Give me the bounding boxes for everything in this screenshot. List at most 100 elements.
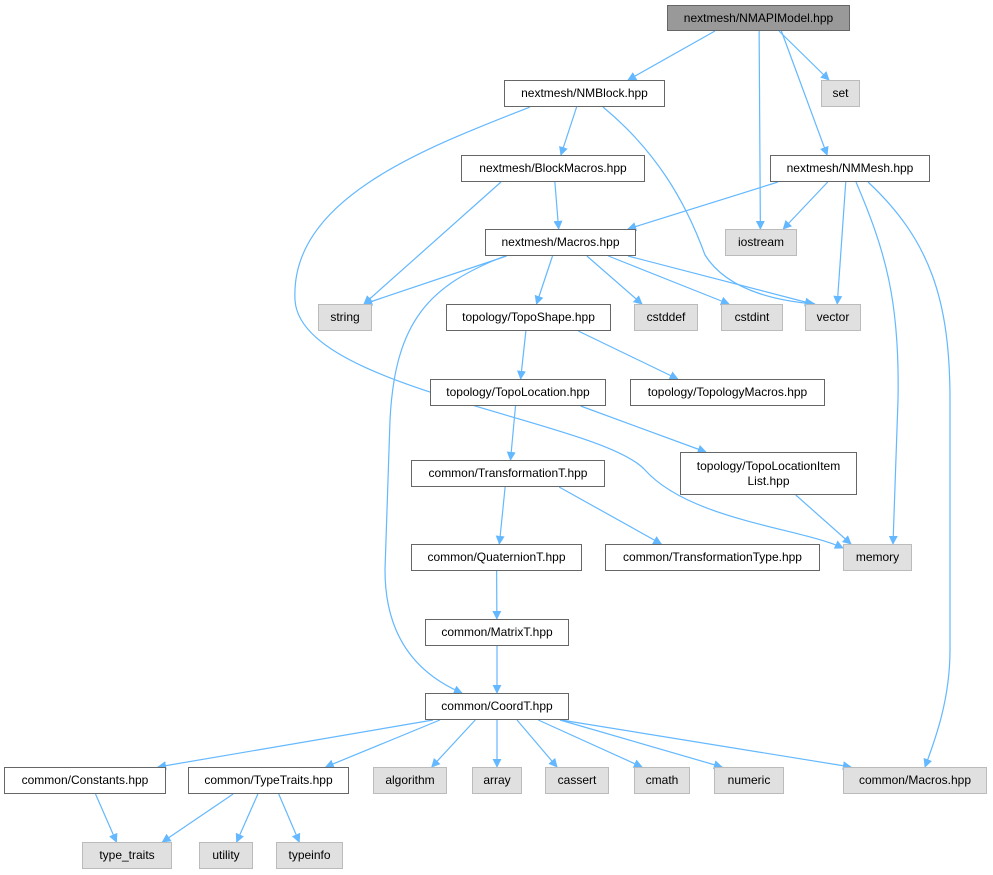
node-label: cstddef (646, 310, 686, 324)
node-typeinfo: typeinfo (276, 842, 343, 869)
node-label: cassert (557, 773, 597, 787)
node-label: List.hpp (747, 473, 790, 488)
node-c-macros: common/Macros.hpp (843, 767, 987, 794)
node-coord-t[interactable]: common/CoordT.hpp (425, 693, 569, 720)
node-label: nextmesh/Macros.hpp (501, 235, 620, 249)
node-label: common/TypeTraits.hpp (204, 773, 333, 787)
node-label: utility (212, 848, 240, 862)
edge-NMBlock-to-vector (602, 106, 816, 308)
node-label: algorithm (385, 773, 435, 787)
node-cstdint: cstdint (721, 304, 783, 331)
edge-NMMesh-to-cMacros (867, 181, 951, 768)
edge-Macros-to-CoordT (384, 255, 506, 694)
node-label: memory (855, 550, 900, 564)
edge-Macros-to-TopoShape (534, 255, 554, 305)
node-nmblock[interactable]: nextmesh/NMBlock.hpp (504, 80, 665, 107)
edge-NMMesh-to-Macros (627, 181, 779, 231)
node-iostream: iostream (725, 229, 797, 256)
node-label: common/CoordT.hpp (441, 699, 553, 713)
edge-TypeTraits-to-typeinfo (278, 793, 301, 843)
node-label: cmath (645, 773, 679, 787)
edge-Constants-to-type_traits (94, 793, 118, 843)
node-label: nextmesh/NMMesh.hpp (786, 161, 914, 175)
node-topology-macros[interactable]: topology/TopologyMacros.hpp (630, 379, 825, 406)
node-topo-location[interactable]: topology/TopoLocation.hpp (430, 379, 606, 406)
edge-TypeTraits-to-type_traits (161, 793, 234, 843)
node-label: numeric (727, 773, 771, 787)
node-type_traits: type_traits (82, 842, 172, 869)
edge-NMAPIModel-to-set (778, 30, 830, 81)
node-macros[interactable]: nextmesh/Macros.hpp (485, 229, 636, 256)
node-label: common/QuaternionT.hpp (427, 550, 566, 564)
node-label: nextmesh/NMBlock.hpp (521, 86, 648, 100)
edge-NMBlock-to-BlockMacros (559, 106, 578, 156)
node-transformation-t[interactable]: common/TransformationT.hpp (411, 460, 605, 487)
node-constants[interactable]: common/Constants.hpp (4, 767, 166, 794)
node-label: vector (816, 310, 850, 324)
node-quaternion-t[interactable]: common/QuaternionT.hpp (411, 544, 582, 571)
node-utility: utility (199, 842, 253, 869)
edge-CoordT-to-numeric (559, 719, 723, 770)
edge-CoordT-to-cassert (516, 719, 558, 768)
node-label: cstdint (734, 310, 770, 324)
node-label: common/TransformationT.hpp (428, 466, 588, 480)
node-cstddef: cstddef (634, 304, 698, 331)
edge-NMBlock-to-memory (294, 106, 844, 549)
node-set: set (821, 80, 860, 107)
node-array: array (472, 767, 522, 794)
node-nmapimodel: nextmesh/NMAPIModel.hpp (667, 5, 850, 31)
edge-CoordT-to-cmath (538, 719, 643, 768)
edge-TypeTraits-to-utility (235, 793, 259, 843)
node-label: nextmesh/BlockMacros.hpp (479, 161, 627, 175)
node-label: set (832, 86, 849, 100)
node-algorithm: algorithm (373, 767, 447, 794)
edge-TopoShape-to-TopoLocation (517, 330, 527, 380)
node-type-traits[interactable]: common/TypeTraits.hpp (188, 767, 349, 794)
node-block-macros[interactable]: nextmesh/BlockMacros.hpp (461, 155, 645, 182)
node-label: common/TransformationType.hpp (623, 550, 802, 564)
edge-NMMesh-to-vector (833, 181, 847, 305)
node-label: type_traits (99, 848, 155, 862)
node-cassert: cassert (545, 767, 609, 794)
edge-TopoLocation-to-TopoLocationItemList (580, 405, 707, 454)
node-label: topology/TopoLocation.hpp (446, 385, 590, 399)
node-label: nextmesh/NMAPIModel.hpp (683, 10, 834, 25)
node-string: string (318, 304, 372, 331)
edge-NMAPIModel-to-iostream (755, 30, 765, 230)
node-label: common/Constants.hpp (21, 773, 149, 787)
edge-Macros-to-vector (627, 255, 814, 307)
edge-Macros-to-cstddef (586, 255, 643, 305)
node-label: topology/TopologyMacros.hpp (647, 385, 808, 399)
edge-BlockMacros-to-string (363, 181, 502, 305)
node-vector: vector (805, 304, 861, 331)
edge-CoordT-to-cMacros (560, 719, 852, 771)
edge-TopoLocation-to-TransformationT (506, 405, 517, 461)
edge-Macros-to-string (363, 255, 507, 306)
node-label: common/Macros.hpp (858, 773, 972, 787)
node-matrix-t[interactable]: common/MatrixT.hpp (425, 619, 569, 646)
node-cmath: cmath (634, 767, 690, 794)
node-numeric: numeric (714, 767, 784, 794)
node-label: string (330, 310, 360, 324)
edge-NMAPIModel-to-NMBlock (627, 30, 716, 81)
node-label: common/MatrixT.hpp (441, 625, 553, 639)
edge-NMMesh-to-memory (855, 181, 899, 545)
edge-TransformationT-to-QuaternionT (495, 486, 506, 545)
node-label: topology/TopoShape.hpp (462, 310, 595, 324)
edge-CoordT-to-TypeTraits (324, 719, 441, 769)
node-label: typeinfo (288, 848, 331, 862)
edge-CoordT-to-algorithm (431, 719, 476, 768)
edge-TransformationT-to-TransformationType (558, 486, 663, 545)
edge-CoordT-to-Constants (157, 719, 434, 771)
node-label: topology/TopoLocationItem (696, 458, 841, 473)
edge-TopoShape-to-TopologyMacros (577, 330, 679, 380)
node-transformation-type[interactable]: common/TransformationType.hpp (605, 544, 820, 571)
node-memory: memory (843, 544, 912, 571)
edge-TopoLocationItemList-to-memory (795, 494, 852, 545)
node-nmmesh[interactable]: nextmesh/NMMesh.hpp (770, 155, 930, 182)
edge-NMMesh-to-iostream (782, 181, 829, 230)
node-topo-shape[interactable]: topology/TopoShape.hpp (446, 304, 611, 331)
